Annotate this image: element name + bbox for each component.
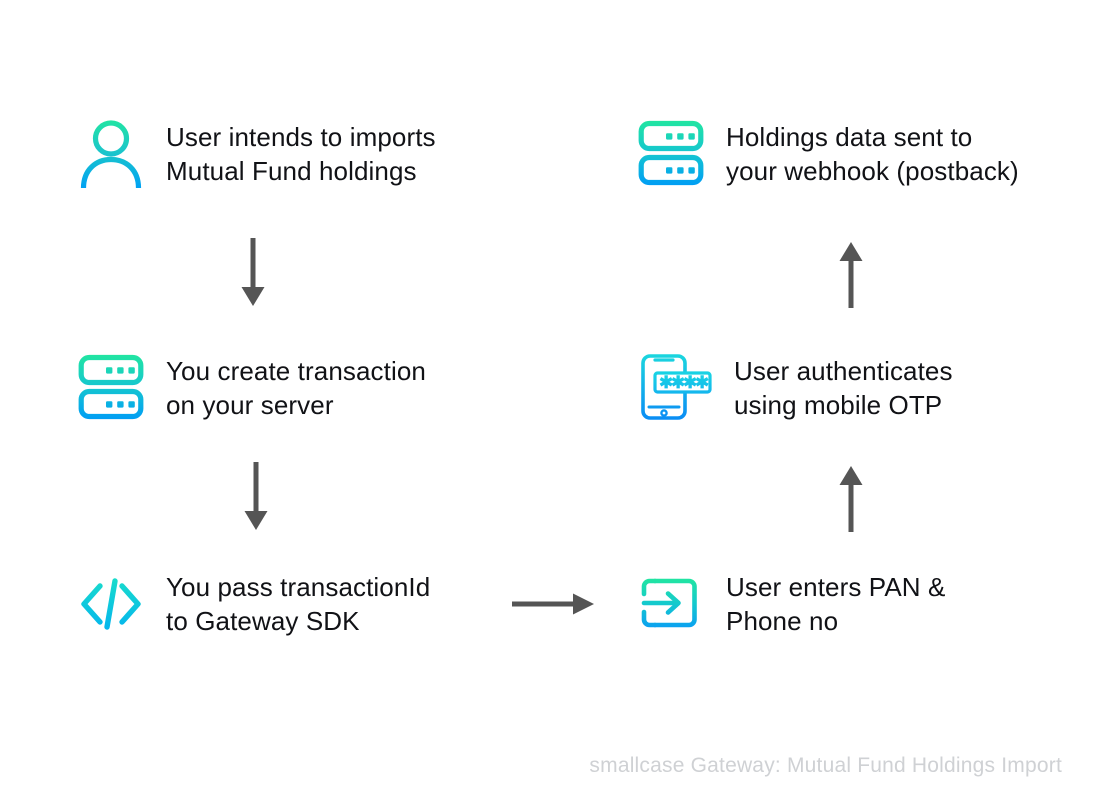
server-icon [78, 352, 144, 427]
flow-step-create-transaction: You create transaction on your server [78, 352, 426, 427]
connector-arrow-up-2 [839, 242, 863, 308]
flow-step-mobile-otp: ✱ ✱ ✱ ✱ User authenticates using mobile … [638, 352, 953, 427]
svg-text:✱: ✱ [683, 373, 697, 392]
flow-step-enter-pan-phone: User enters PAN & Phone no [638, 568, 945, 643]
flow-step-label: You pass transactionId to Gateway SDK [166, 572, 431, 636]
connector-arrow-down-1 [241, 238, 265, 306]
user-icon [78, 118, 144, 193]
connector-arrow-down-2 [244, 462, 268, 530]
flow-step-holdings-webhook: Holdings data sent to your webhook (post… [638, 118, 1019, 193]
mobile-otp-icon: ✱ ✱ ✱ ✱ [638, 352, 712, 427]
flow-step-label: You create transaction on your server [166, 356, 426, 420]
flow-step-pass-transaction-id: You pass transactionId to Gateway SDK [78, 568, 430, 643]
diagram-caption: smallcase Gateway: Mutual Fund Holdings … [589, 754, 1062, 777]
flow-step-label: User enters PAN & Phone no [726, 572, 946, 636]
connector-arrow-right [512, 593, 594, 615]
connector-arrow-up-1 [839, 466, 863, 532]
login-arrow-icon [638, 568, 704, 643]
flow-step-label: User authenticates using mobile OTP [734, 356, 953, 420]
server-icon [638, 118, 704, 193]
flow-step-label: User intends to imports Mutual Fund hold… [166, 122, 436, 186]
svg-text:✱: ✱ [695, 373, 709, 392]
flow-step-user-intends: User intends to imports Mutual Fund hold… [78, 118, 436, 193]
svg-text:✱: ✱ [659, 373, 673, 392]
svg-text:✱: ✱ [671, 373, 685, 392]
code-icon [78, 568, 144, 643]
flow-step-label: Holdings data sent to your webhook (post… [726, 122, 1019, 186]
